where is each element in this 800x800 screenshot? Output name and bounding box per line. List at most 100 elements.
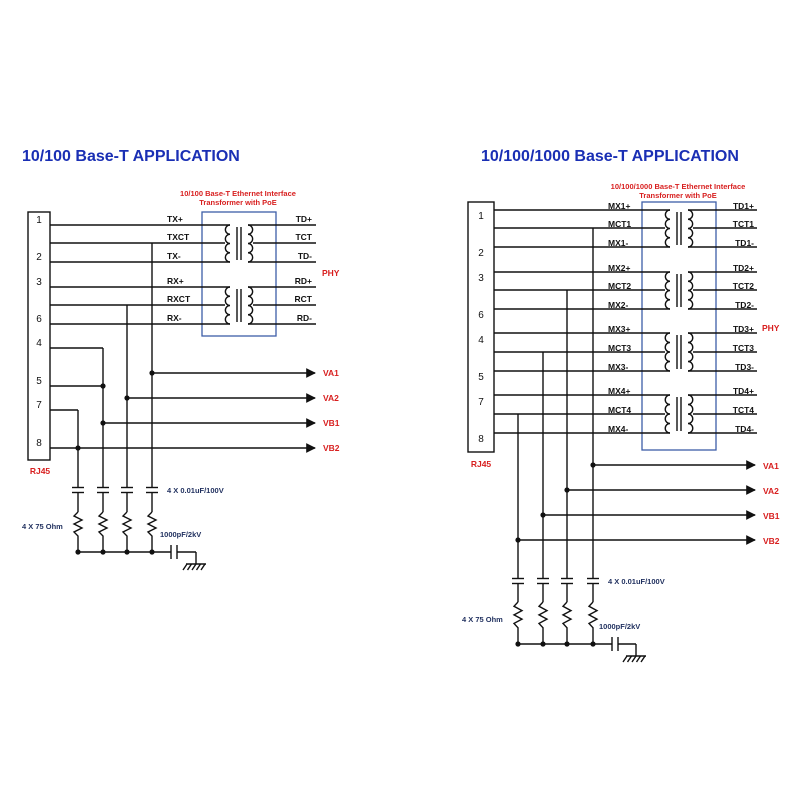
phy-side-signal: TD-	[298, 251, 312, 261]
line-side-signal: RX+	[167, 276, 184, 286]
rj45-connector	[467, 201, 495, 453]
power-output-label: VA1	[763, 461, 779, 471]
phy-side-signal: RCT	[295, 294, 313, 304]
fast-ethernet-circuit: 10/100 Base-T APPLICATION 10/100 Base-T E…	[22, 148, 340, 571]
ground-hatch	[635, 655, 642, 663]
resistor	[97, 511, 109, 540]
transformer-caption: 10/100 Base-T Ethernet Interface	[180, 189, 296, 198]
phy-side-signal: TD4-	[735, 424, 754, 434]
rj45-label: RJ45	[30, 466, 51, 476]
line-side-signal: TXCT	[167, 232, 190, 242]
pin-number: 4	[36, 338, 42, 349]
resistor-note: 4 X 75 Ohm	[462, 615, 503, 624]
line-side-signal: MX2+	[608, 263, 630, 273]
line-side-signal: MX3-	[608, 362, 628, 372]
phy-side-signal: TCT3	[733, 343, 755, 353]
line-side-signal: RXCT	[167, 294, 191, 304]
phy-side-signal: RD-	[297, 313, 312, 323]
phy-side-signal: TCT1	[733, 219, 755, 229]
diagram-title: 10/100/1000 Base-T APPLICATION	[481, 148, 739, 165]
phy-side-signal: TD4+	[733, 386, 754, 396]
resistor	[146, 511, 158, 540]
line-side-signal: TX-	[167, 251, 181, 261]
phy-side-signal: TD1+	[733, 201, 754, 211]
ground-hatch	[195, 563, 202, 571]
power-output-label: VB2	[763, 536, 780, 546]
winding	[224, 286, 231, 325]
pin-number: 5	[36, 376, 42, 387]
capacitor-note: 4 X 0.01uF/100V	[167, 486, 224, 495]
winding	[664, 271, 671, 310]
ground-hatch	[191, 563, 197, 571]
phy-side-signal: TD1-	[735, 238, 754, 248]
resistor-note: 4 X 75 Ohm	[22, 522, 63, 531]
junction-dot	[75, 445, 81, 451]
power-output-label: VA1	[323, 368, 339, 378]
line-side-signal: MX4+	[608, 386, 630, 396]
resistor	[537, 601, 549, 632]
rj45-connector	[27, 211, 51, 461]
line-side-signal: MX3+	[608, 324, 630, 334]
transformer-caption: Transformer with PoE	[639, 191, 717, 200]
winding	[687, 332, 694, 372]
line-side-signal: MCT1	[608, 219, 631, 229]
gigabit-ethernet-circuit: 10/100/1000 Base-T APPLICATION 10/100/100…	[462, 148, 780, 663]
resistor	[512, 601, 524, 632]
resistor	[587, 601, 599, 632]
phy-side-signal: TD3-	[735, 362, 754, 372]
winding	[247, 224, 254, 263]
diagram-title: 10/100 Base-T APPLICATION	[22, 148, 240, 165]
phy-side-signal: TCT	[295, 232, 312, 242]
ground-hatch	[182, 563, 188, 571]
phy-side-signal: TD2+	[733, 263, 754, 273]
pin-number: 4	[478, 335, 484, 346]
winding	[664, 394, 671, 434]
resistor	[561, 601, 573, 632]
hv-capacitor-note: 1000pF/2kV	[599, 622, 640, 631]
ground-hatch	[631, 655, 637, 663]
pin-number: 3	[36, 277, 42, 288]
pin-number: 1	[36, 215, 42, 226]
pin-number: 8	[478, 434, 484, 445]
power-output-label: VB2	[323, 443, 340, 453]
phy-label: PHY	[322, 268, 340, 278]
power-output-label: VA2	[763, 486, 779, 496]
pin-number: 5	[478, 372, 484, 383]
ground-hatch	[186, 563, 193, 571]
line-side-signal: MCT2	[608, 281, 631, 291]
winding	[687, 394, 694, 434]
resistor	[72, 511, 84, 540]
phy-side-signal: TD2-	[735, 300, 754, 310]
power-output-label: VB1	[763, 511, 780, 521]
transformer-caption: Transformer with PoE	[199, 198, 277, 207]
line-side-signal: MCT3	[608, 343, 631, 353]
pin-number: 6	[478, 310, 484, 321]
capacitor-note: 4 X 0.01uF/100V	[608, 577, 665, 586]
transformer-caption: 10/100/1000 Base-T Ethernet Interface	[611, 182, 746, 191]
pin-number: 3	[478, 273, 484, 284]
ground-hatch	[640, 655, 646, 663]
phy-side-signal: TD+	[296, 214, 312, 224]
junction-dot	[100, 383, 106, 389]
winding	[224, 224, 231, 263]
line-side-signal: MX1-	[608, 238, 628, 248]
transformer-box	[201, 211, 277, 337]
winding	[687, 209, 694, 248]
pin-number: 1	[478, 211, 484, 222]
pin-number: 8	[36, 438, 42, 449]
line-side-signal: MCT4	[608, 405, 631, 415]
ground-hatch	[626, 655, 633, 663]
phy-side-signal: TCT4	[733, 405, 755, 415]
transformer-box	[641, 201, 717, 451]
pin-number: 7	[36, 400, 42, 411]
line-side-signal: RX-	[167, 313, 182, 323]
winding	[664, 332, 671, 372]
pin-number: 6	[36, 314, 42, 325]
winding	[687, 271, 694, 310]
hv-capacitor-note: 1000pF/2kV	[160, 530, 201, 539]
power-output-label: VA2	[323, 393, 339, 403]
line-side-signal: TX+	[167, 214, 183, 224]
line-side-signal: MX2-	[608, 300, 628, 310]
ground-hatch	[622, 655, 628, 663]
